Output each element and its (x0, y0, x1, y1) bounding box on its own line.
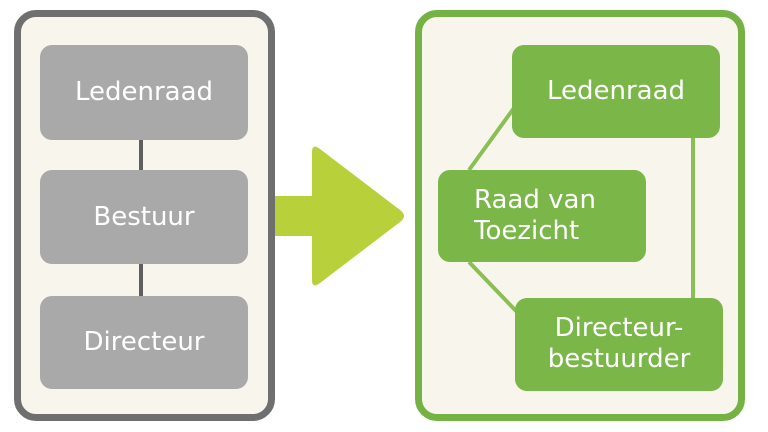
left-ledenraad-label: Ledenraad (74, 77, 214, 107)
left-directeur-label: Directeur (83, 327, 205, 357)
right-arrow-icon (275, 146, 404, 286)
connector-rvt-directeur (467, 260, 519, 314)
left-directeur-box: Directeur (40, 296, 248, 389)
connector-ledenraad-rvt (467, 106, 516, 172)
right-ledenraad-box: Ledenraad (512, 45, 720, 138)
left-ledenraad-box: Ledenraad (40, 45, 248, 140)
directeur-bestuurder-line1: Directeur- (554, 313, 684, 343)
raad-van-toezicht-box: Raad van Toezicht (438, 170, 646, 262)
directeur-bestuurder-box: Directeur- bestuurder (515, 298, 723, 391)
raad-van-toezicht-line2: Toezicht (474, 216, 580, 246)
right-ledenraad-label: Ledenraad (546, 76, 686, 106)
left-bestuur-box: Bestuur (40, 170, 248, 264)
directeur-bestuurder-line2: bestuurder (547, 344, 691, 374)
raad-van-toezicht-line1: Raad van (474, 185, 596, 215)
left-bestuur-label: Bestuur (93, 201, 195, 232)
